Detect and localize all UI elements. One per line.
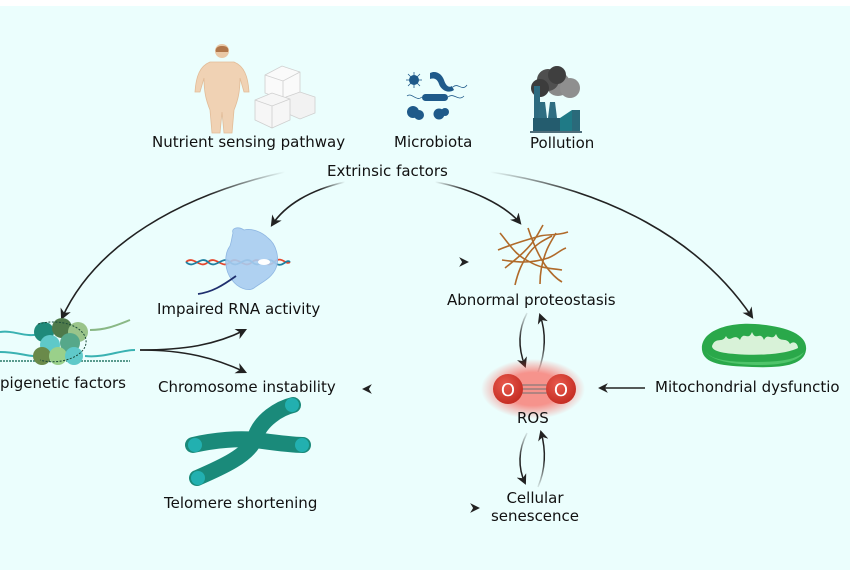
chromosome-icon [185,397,311,486]
label-microbiota: Microbiota [394,133,473,151]
arrow-extrinsic-to-proteostasis [434,181,522,225]
label-cellular-line2: senescence [490,507,580,525]
mitochondrion-icon [701,323,807,368]
arrow-epigenetic-to-chromosome [139,349,248,374]
arrow-extrinsic-to-epigenetic [60,171,286,321]
arrow-senescence-to-ros [537,429,549,488]
label-epigenetic-factors: pigenetic factors [0,374,126,392]
label-ros: ROS [517,409,549,427]
oxygen-molecule-icon: O O [481,359,585,419]
label-impaired-rna-activity: Impaired RNA activity [157,300,321,318]
oxygen-atom-label-left: O [501,380,515,401]
arrow-ros-to-senescence [516,432,528,485]
label-nutrient-sensing-pathway: Nutrient sensing pathway [152,133,346,151]
label-extrinsic-factors: Extrinsic factors [327,162,448,180]
label-telomere-shortening: Telomere shortening [164,494,318,512]
oxygen-atom-label-right: O [554,380,568,401]
label-chromosome-instability: Chromosome instability [158,378,336,396]
obese-person-and-sugar-cubes-icon [194,44,316,134]
arrow-extrinsic-to-mito [489,171,754,319]
factory-smoke-icon [530,66,582,133]
arrow-extrinsic-to-rna [270,181,346,227]
bacteria-virus-icon [406,71,468,120]
arrow-proteostasis-to-ros [517,312,528,368]
label-pollution: Pollution [530,134,595,152]
label-mitochondrial-dysfunction: Mitochondrial dysfunctio [655,378,840,396]
nucleosome-icon [0,318,136,365]
ribosome-dna-icon [185,227,291,295]
protein-aggregate-icon [497,224,569,286]
label-cellular-senescence: Cellular senescence [485,489,585,525]
label-cellular-line1: Cellular [506,489,564,507]
arrow-epigenetic-to-rna [139,328,248,351]
label-abnormal-proteostasis: Abnormal proteostasis [447,291,616,309]
